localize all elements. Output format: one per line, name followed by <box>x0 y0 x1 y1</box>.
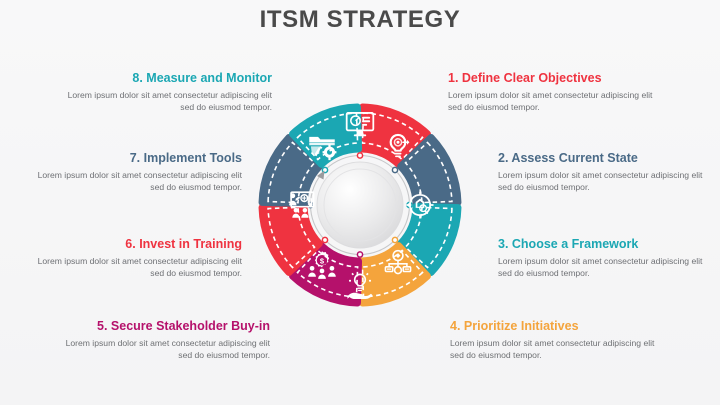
step-heading-3: 3. Choose a Framework <box>498 237 639 251</box>
donut-segment[interactable] <box>397 134 462 208</box>
step-heading-1: 1. Define Clear Objectives <box>448 71 602 85</box>
step-text-3: 3. Choose a Framework Lorem ipsum dolor … <box>498 237 713 279</box>
step-text-2: 2. Assess Current State Lorem ipsum dolo… <box>498 151 713 193</box>
step-text-8: 8. Measure and Monitor Lorem ipsum dolor… <box>57 71 272 113</box>
step-heading-7: 7. Implement Tools <box>129 151 242 165</box>
step-body-8: Lorem ipsum dolor sit amet consectetur a… <box>67 89 272 112</box>
segment-dashed-outline <box>267 206 316 269</box>
step-body-2: Lorem ipsum dolor sit amet consectetur a… <box>498 169 703 192</box>
ring-marker-dot <box>391 166 399 174</box>
step-body-1: Lorem ipsum dolor sit amet consectetur a… <box>448 89 653 112</box>
step-heading-5: 5. Secure Stakeholder Buy-in <box>97 319 270 333</box>
donut-segment[interactable] <box>258 202 323 276</box>
page-title: ITSM STRATEGY <box>259 6 461 33</box>
ring-marker-dot <box>391 236 399 244</box>
step-text-1: 1. Define Clear Objectives Lorem ipsum d… <box>448 71 663 113</box>
step-body-7: Lorem ipsum dolor sit amet consectetur a… <box>37 169 242 192</box>
step-heading-8: 8. Measure and Monitor <box>132 71 272 85</box>
strategy-donut-chart: $ <box>255 100 465 310</box>
segment-dashed-outline <box>404 141 453 204</box>
segment-dashed-outline <box>361 112 424 161</box>
ring-marker-dot <box>356 251 364 258</box>
step-text-7: 7. Implement Tools Lorem ipsum dolor sit… <box>27 151 242 193</box>
step-heading-4: 4. Prioritize Initiatives <box>450 319 579 333</box>
ring-marker-dot <box>321 236 329 244</box>
step-text-4: 4. Prioritize Initiatives Lorem ipsum do… <box>450 319 665 361</box>
step-text-6: 6. Invest in Training Lorem ipsum dolor … <box>27 237 242 279</box>
step-body-4: Lorem ipsum dolor sit amet consectetur a… <box>450 337 655 360</box>
segment-dashed-outline <box>296 249 359 298</box>
ring-marker-dot <box>307 201 314 209</box>
step-heading-2: 2. Assess Current State <box>498 151 638 165</box>
step-heading-6: 6. Invest in Training <box>125 237 242 251</box>
step-body-6: Lorem ipsum dolor sit amet consectetur a… <box>37 255 242 278</box>
step-text-5: 5. Secure Stakeholder Buy-in Lorem ipsum… <box>55 319 270 361</box>
step-body-3: Lorem ipsum dolor sit amet consectetur a… <box>498 255 703 278</box>
ring-marker-dot <box>356 152 364 159</box>
step-body-5: Lorem ipsum dolor sit amet consectetur a… <box>65 337 270 360</box>
ring-marker-dot <box>406 201 413 209</box>
